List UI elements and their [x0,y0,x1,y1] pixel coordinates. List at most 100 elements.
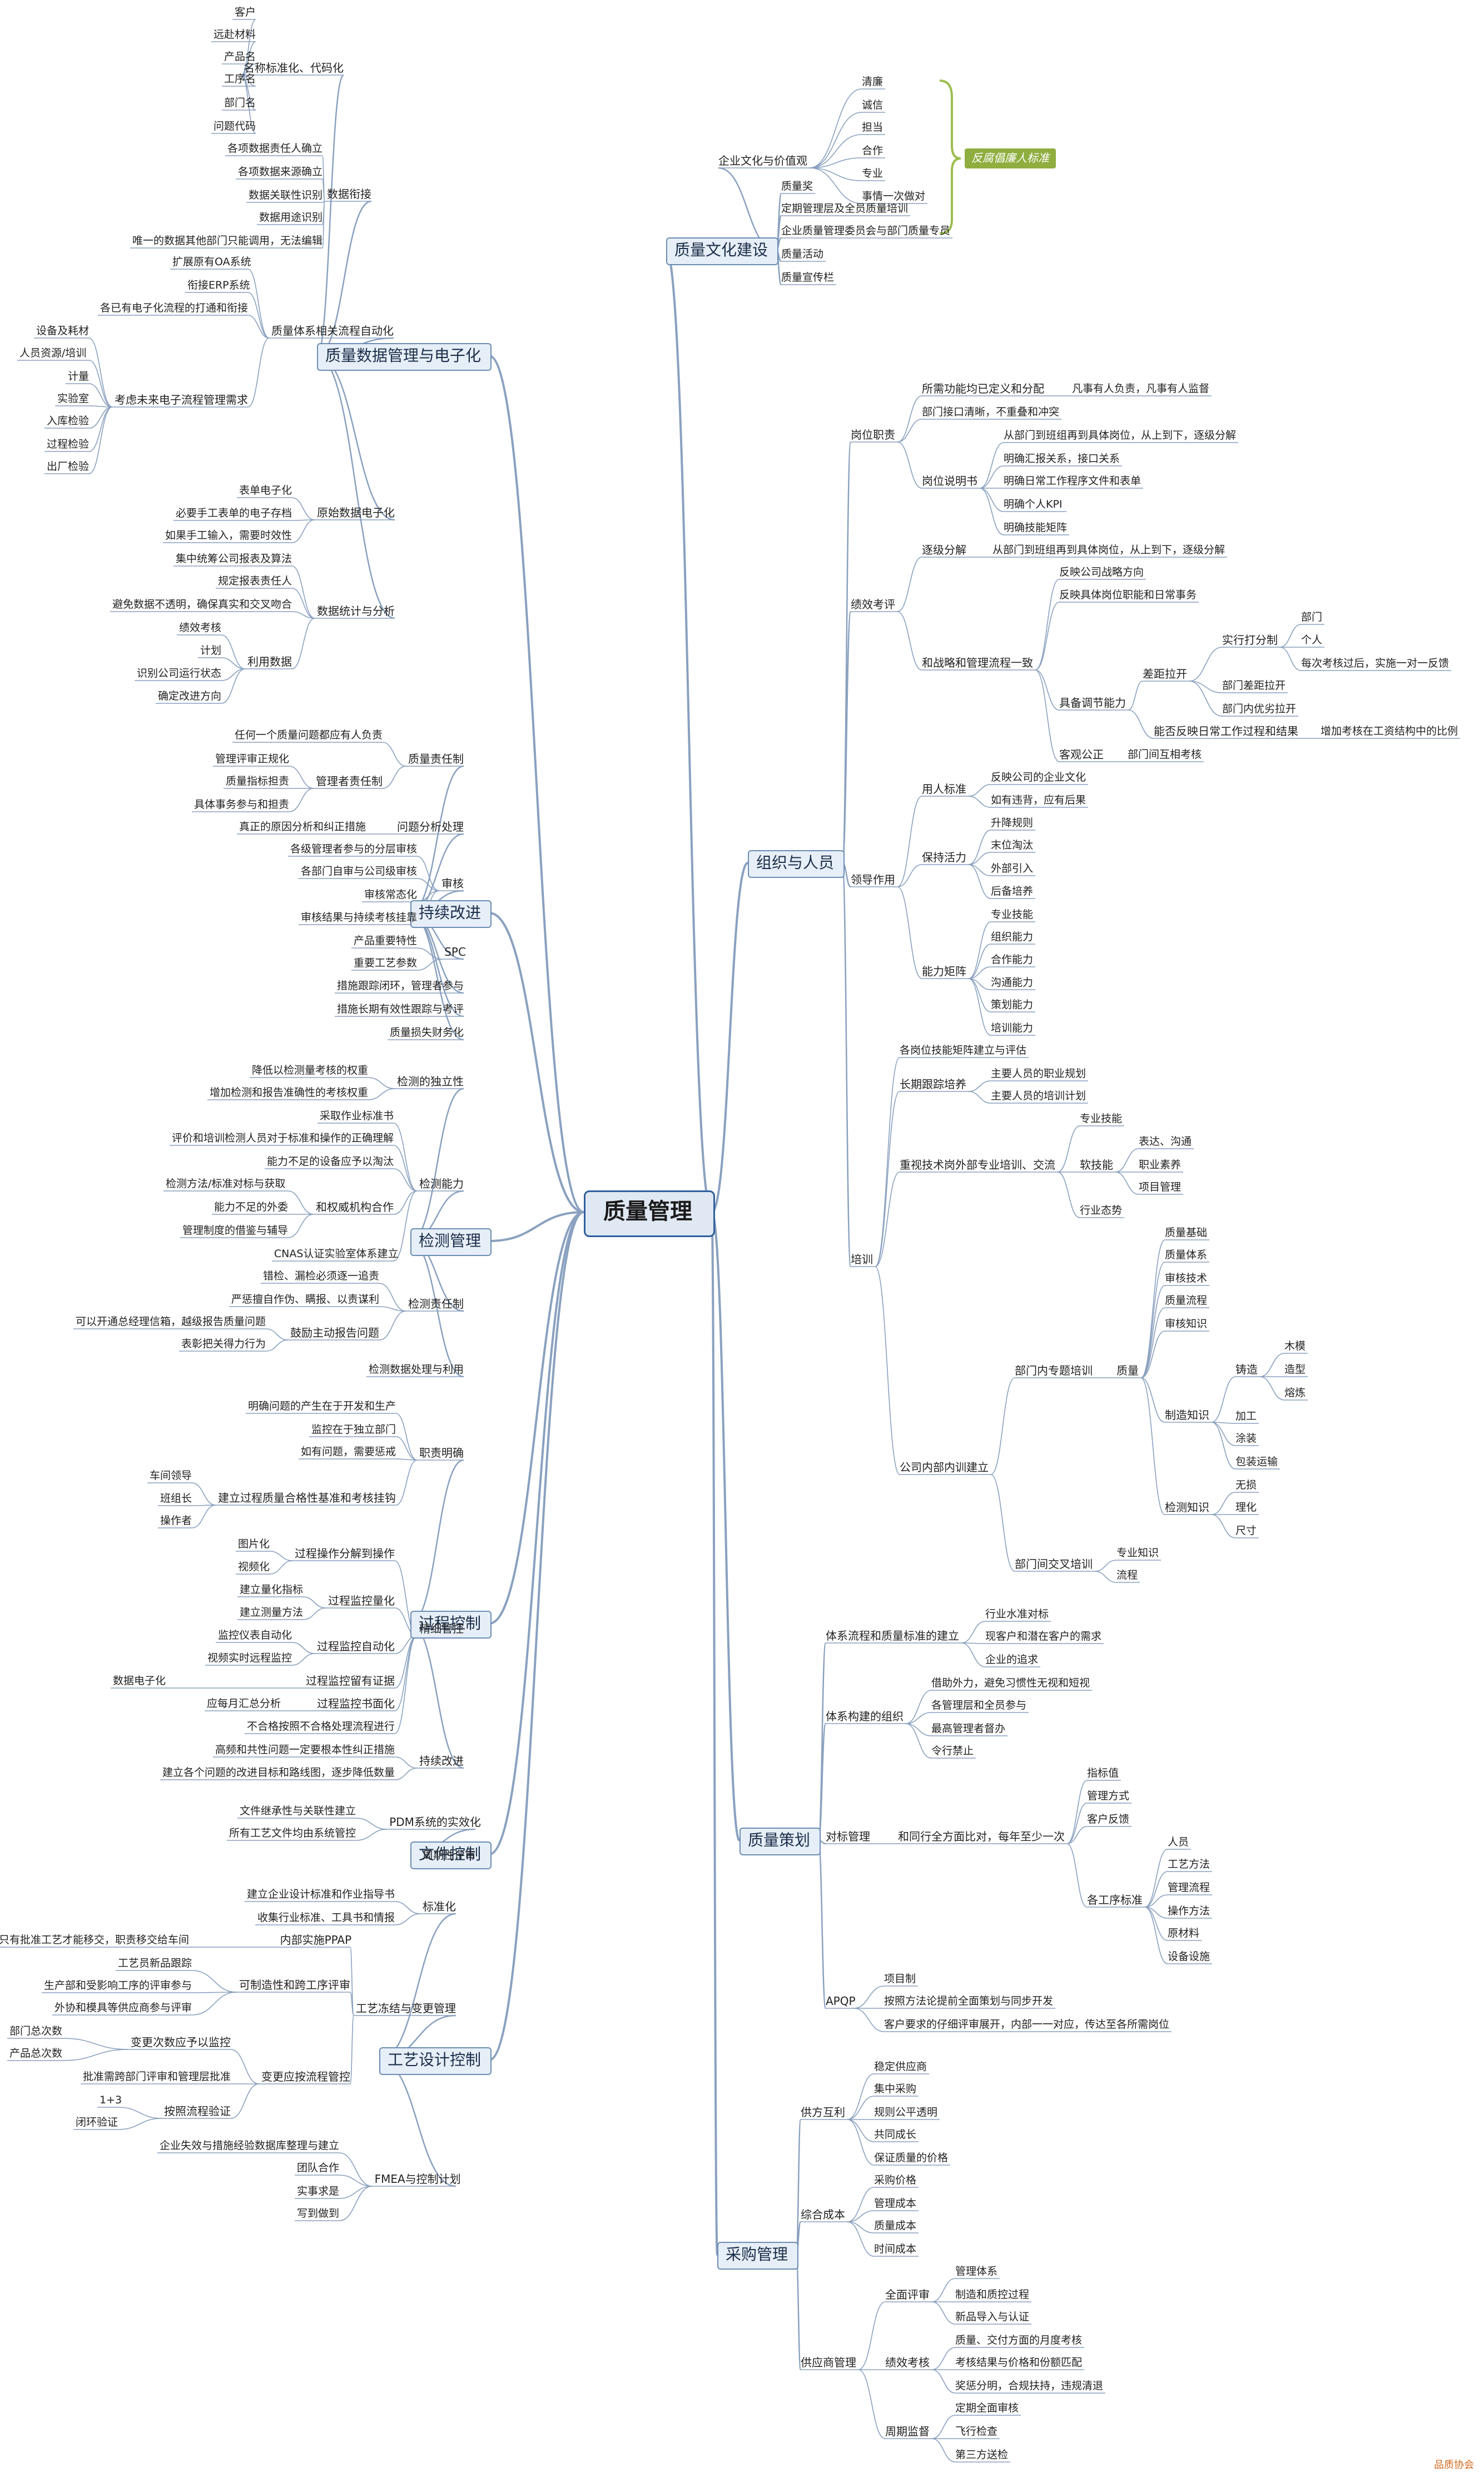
link-line [1259,1376,1285,1401]
link-line [1140,1239,1165,1378]
topic-label: 鼓励主动报告问题 [290,1326,379,1339]
topic-label: 过程操作分解到操作 [295,1547,395,1560]
link-line [88,383,113,408]
link-line [905,1723,932,1736]
link-line [795,2253,802,2371]
leaf-label: 降低以检测量考核的权重 [252,1064,369,1076]
link-line [291,519,315,543]
leaf-label: 实验室 [57,393,90,405]
leaf-label: 产品总次数 [9,2047,63,2059]
link-line [322,178,325,202]
link-line [379,1311,406,1341]
leaf-label: 数据电子化 [113,1675,166,1687]
link-line [489,1211,584,1625]
leaf-label: 数据关联性识别 [249,189,323,201]
leaf-label: 客户要求的仔细评审展开，内部一一对应，传达至各所需岗位 [884,2018,1170,2031]
link-line [1140,1331,1165,1378]
leaf-label: 设备及耗材 [36,325,90,337]
leaf-label: 部门差距拉开 [1222,679,1286,692]
leaf-label: 明确问题的产生在于开发和生产 [248,1400,396,1412]
link-line [410,912,464,1041]
topic-label: 利用数据 [247,655,292,668]
leaf-label: 项目管理 [1139,1181,1182,1193]
leaf-label: 从部门到班组再到具体岗位，从上到下，逐级分解 [992,544,1225,556]
topic-label: 实行打分制 [1222,633,1278,647]
note-callout [965,148,1056,168]
link-line [394,1756,418,1769]
leaf-label: 识别公司运行状态 [137,667,222,679]
leaf-label: 人员资源/培训 [19,347,87,359]
leaf-label: 实事求是 [297,2185,340,2197]
topic-label: 标准化 [423,1900,456,1913]
topic-label: 变更次数应予以监控 [131,2036,231,2049]
topic-label: 质量责任制 [408,752,464,766]
leaf-label: 绩效考核 [179,622,222,634]
link-line [1211,1422,1236,1446]
leaf-label: 事情一次做对 [862,190,926,202]
link-line [1140,1285,1165,1378]
link-line [809,88,862,168]
leaf-label: 真正的原因分析和纠正措施 [239,821,366,833]
topic-label: 客观公正 [1059,748,1104,761]
link-line [968,852,991,865]
topic-label: APQP [826,1994,856,2008]
link-line [489,1211,584,2061]
link-line [339,2186,373,2199]
link-line [665,249,713,1213]
leaf-label: 避免数据不透明，确保真实和交叉吻合 [112,598,292,610]
link-line [393,1190,418,1262]
leaf-label: 审核技术 [1165,1272,1208,1284]
link-line [847,2221,875,2233]
link-line [339,2152,373,2187]
link-line [393,1168,418,1192]
link-line [368,1077,395,1089]
link-line [968,864,991,899]
link-line [1259,1353,1285,1377]
branch-label: 质量文化建设 [674,241,768,259]
leaf-label: 木模 [1284,1340,1306,1352]
link-line [847,2073,875,2120]
topic-label: 各工序标准 [1087,1893,1143,1907]
leaf-label: 收集行业标准、工具书和情报 [257,1912,395,1924]
leaf-label: 审核知识 [1165,1318,1208,1330]
leaf-label: 企业的追求 [985,1654,1039,1666]
topic-label: 部门内专题培训 [1015,1364,1093,1377]
leaf-label: 班组长 [160,1492,192,1505]
leaf-label: 表单电子化 [239,484,292,497]
link-line [1128,681,1143,711]
link-line [931,2278,956,2302]
link-line [847,2119,875,2142]
leaf-label: 熔炼 [1284,1387,1306,1399]
topic-label: 持续改进 [419,1754,464,1768]
topic-label: 体系流程和质量标准的建立 [826,1629,959,1642]
link-line [905,1723,932,1759]
leaf-label: 流程 [1116,1569,1138,1581]
link-line [291,1653,315,1666]
leaf-label: 无损 [1235,1479,1257,1491]
leaf-label: 计量 [68,370,90,383]
link-line [1066,1843,1088,1908]
leaf-label: 操作者 [160,1515,192,1527]
leaf-label: 批准需跨部门评审和管理层批准 [83,2071,231,2083]
link-line [379,1283,406,1312]
link-line [968,966,991,979]
leaf-label: 监控在于独立部门 [311,1423,396,1436]
link-line [1066,1826,1088,1844]
link-line [1189,681,1223,717]
leaf-label: 末位淘汰 [991,839,1034,851]
leaf-label: 能力不足的外委 [214,1201,289,1213]
link-line [302,1607,326,1620]
link-line [339,2186,373,2221]
link-line [88,406,113,429]
branch-node [666,237,778,265]
topic-label: 审核 [441,877,464,890]
leaf-label: 反映具体岗位职能和日常事务 [1059,589,1197,601]
link-line [394,1913,421,1925]
leaf-label: 指标值 [1087,1767,1119,1779]
link-line [858,2301,886,2370]
link-line [1094,1560,1117,1572]
leaf-label: 视频化 [238,1561,270,1573]
link-line [191,1482,216,1506]
leaf-label: 最高管理者督办 [931,1723,1006,1735]
link-line [62,2049,129,2061]
